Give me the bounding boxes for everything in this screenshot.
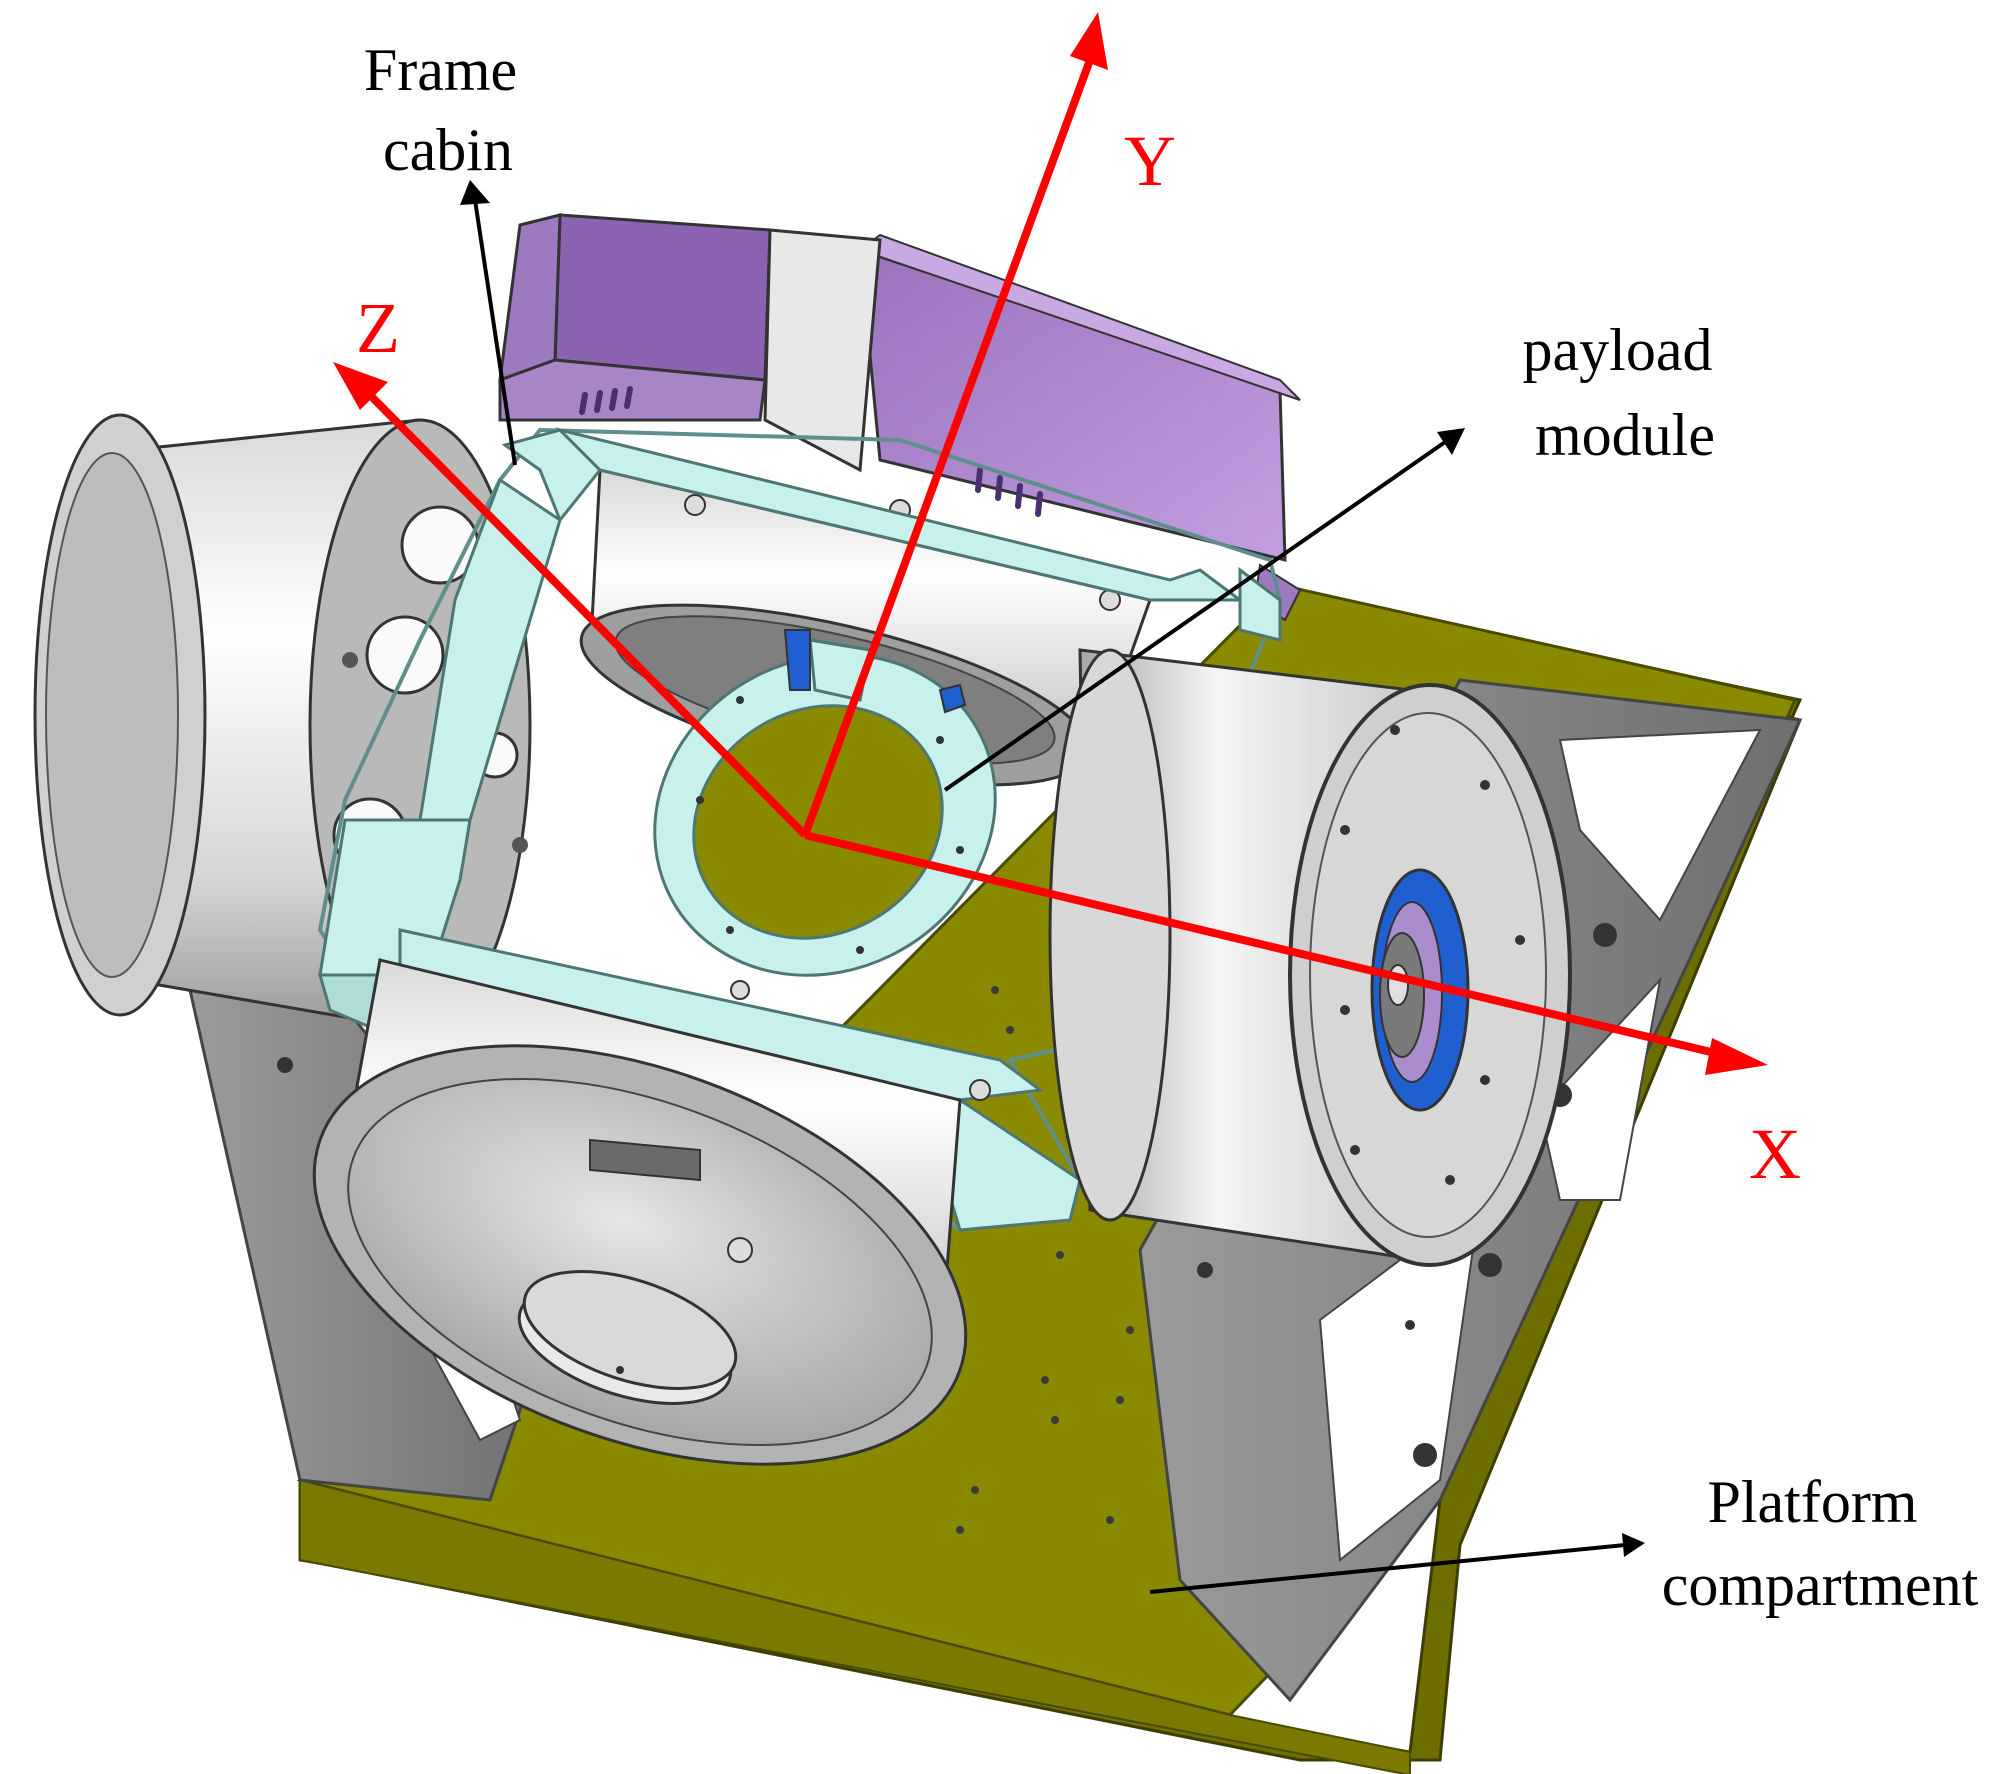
frame-cabin-leader <box>473 199 517 466</box>
x-axis-arrowhead <box>1705 1038 1768 1075</box>
x-axis-label: X <box>1749 1114 1801 1194</box>
platform-compartment-label-line2: compartment <box>1662 1552 1979 1618</box>
x-axis-line <box>804 831 1716 1057</box>
frame-cabin-label: Frame cabin <box>364 37 532 183</box>
frame-cabin-label-line2: cabin <box>383 117 513 183</box>
coordinate-axes: Y Z X <box>333 12 1801 1194</box>
lower-cylinder <box>312 958 991 1466</box>
right-cylinder <box>1048 648 1572 1267</box>
frame-cabin-arrowhead <box>460 180 490 205</box>
frame-cabin <box>317 427 1283 1233</box>
platform-compartment-label: Platform compartment <box>1662 1469 1979 1618</box>
y-axis-line <box>801 58 1094 837</box>
frame-cabin-label-line1: Frame <box>364 37 517 103</box>
platform-plate-front <box>299 1478 1411 1774</box>
platform-holes <box>956 986 1134 1534</box>
payload-module-leader <box>943 438 1450 792</box>
purple-modules <box>498 213 1302 622</box>
y-axis-arrowhead <box>1070 12 1108 70</box>
callout-labels: Frame cabin payload module Platform comp… <box>364 37 1979 1618</box>
platform-compartment-leader <box>1149 1543 1626 1594</box>
z-axis-arrowhead <box>333 362 388 410</box>
z-axis-line <box>367 392 808 838</box>
payload-module-arrowhead <box>1437 428 1465 455</box>
leader-arrows <box>460 180 1645 1594</box>
payload-module-label: payload module <box>1523 317 1728 468</box>
platform-compartment-arrowhead <box>1622 1533 1645 1557</box>
y-axis-label: Y <box>1124 121 1176 201</box>
platform-compartment-label-line1: Platform <box>1708 1469 1918 1535</box>
payload-module-label-line2: module <box>1535 402 1715 468</box>
z-axis-label: Z <box>356 288 400 368</box>
payload-module-label-line1: payload <box>1523 317 1713 383</box>
